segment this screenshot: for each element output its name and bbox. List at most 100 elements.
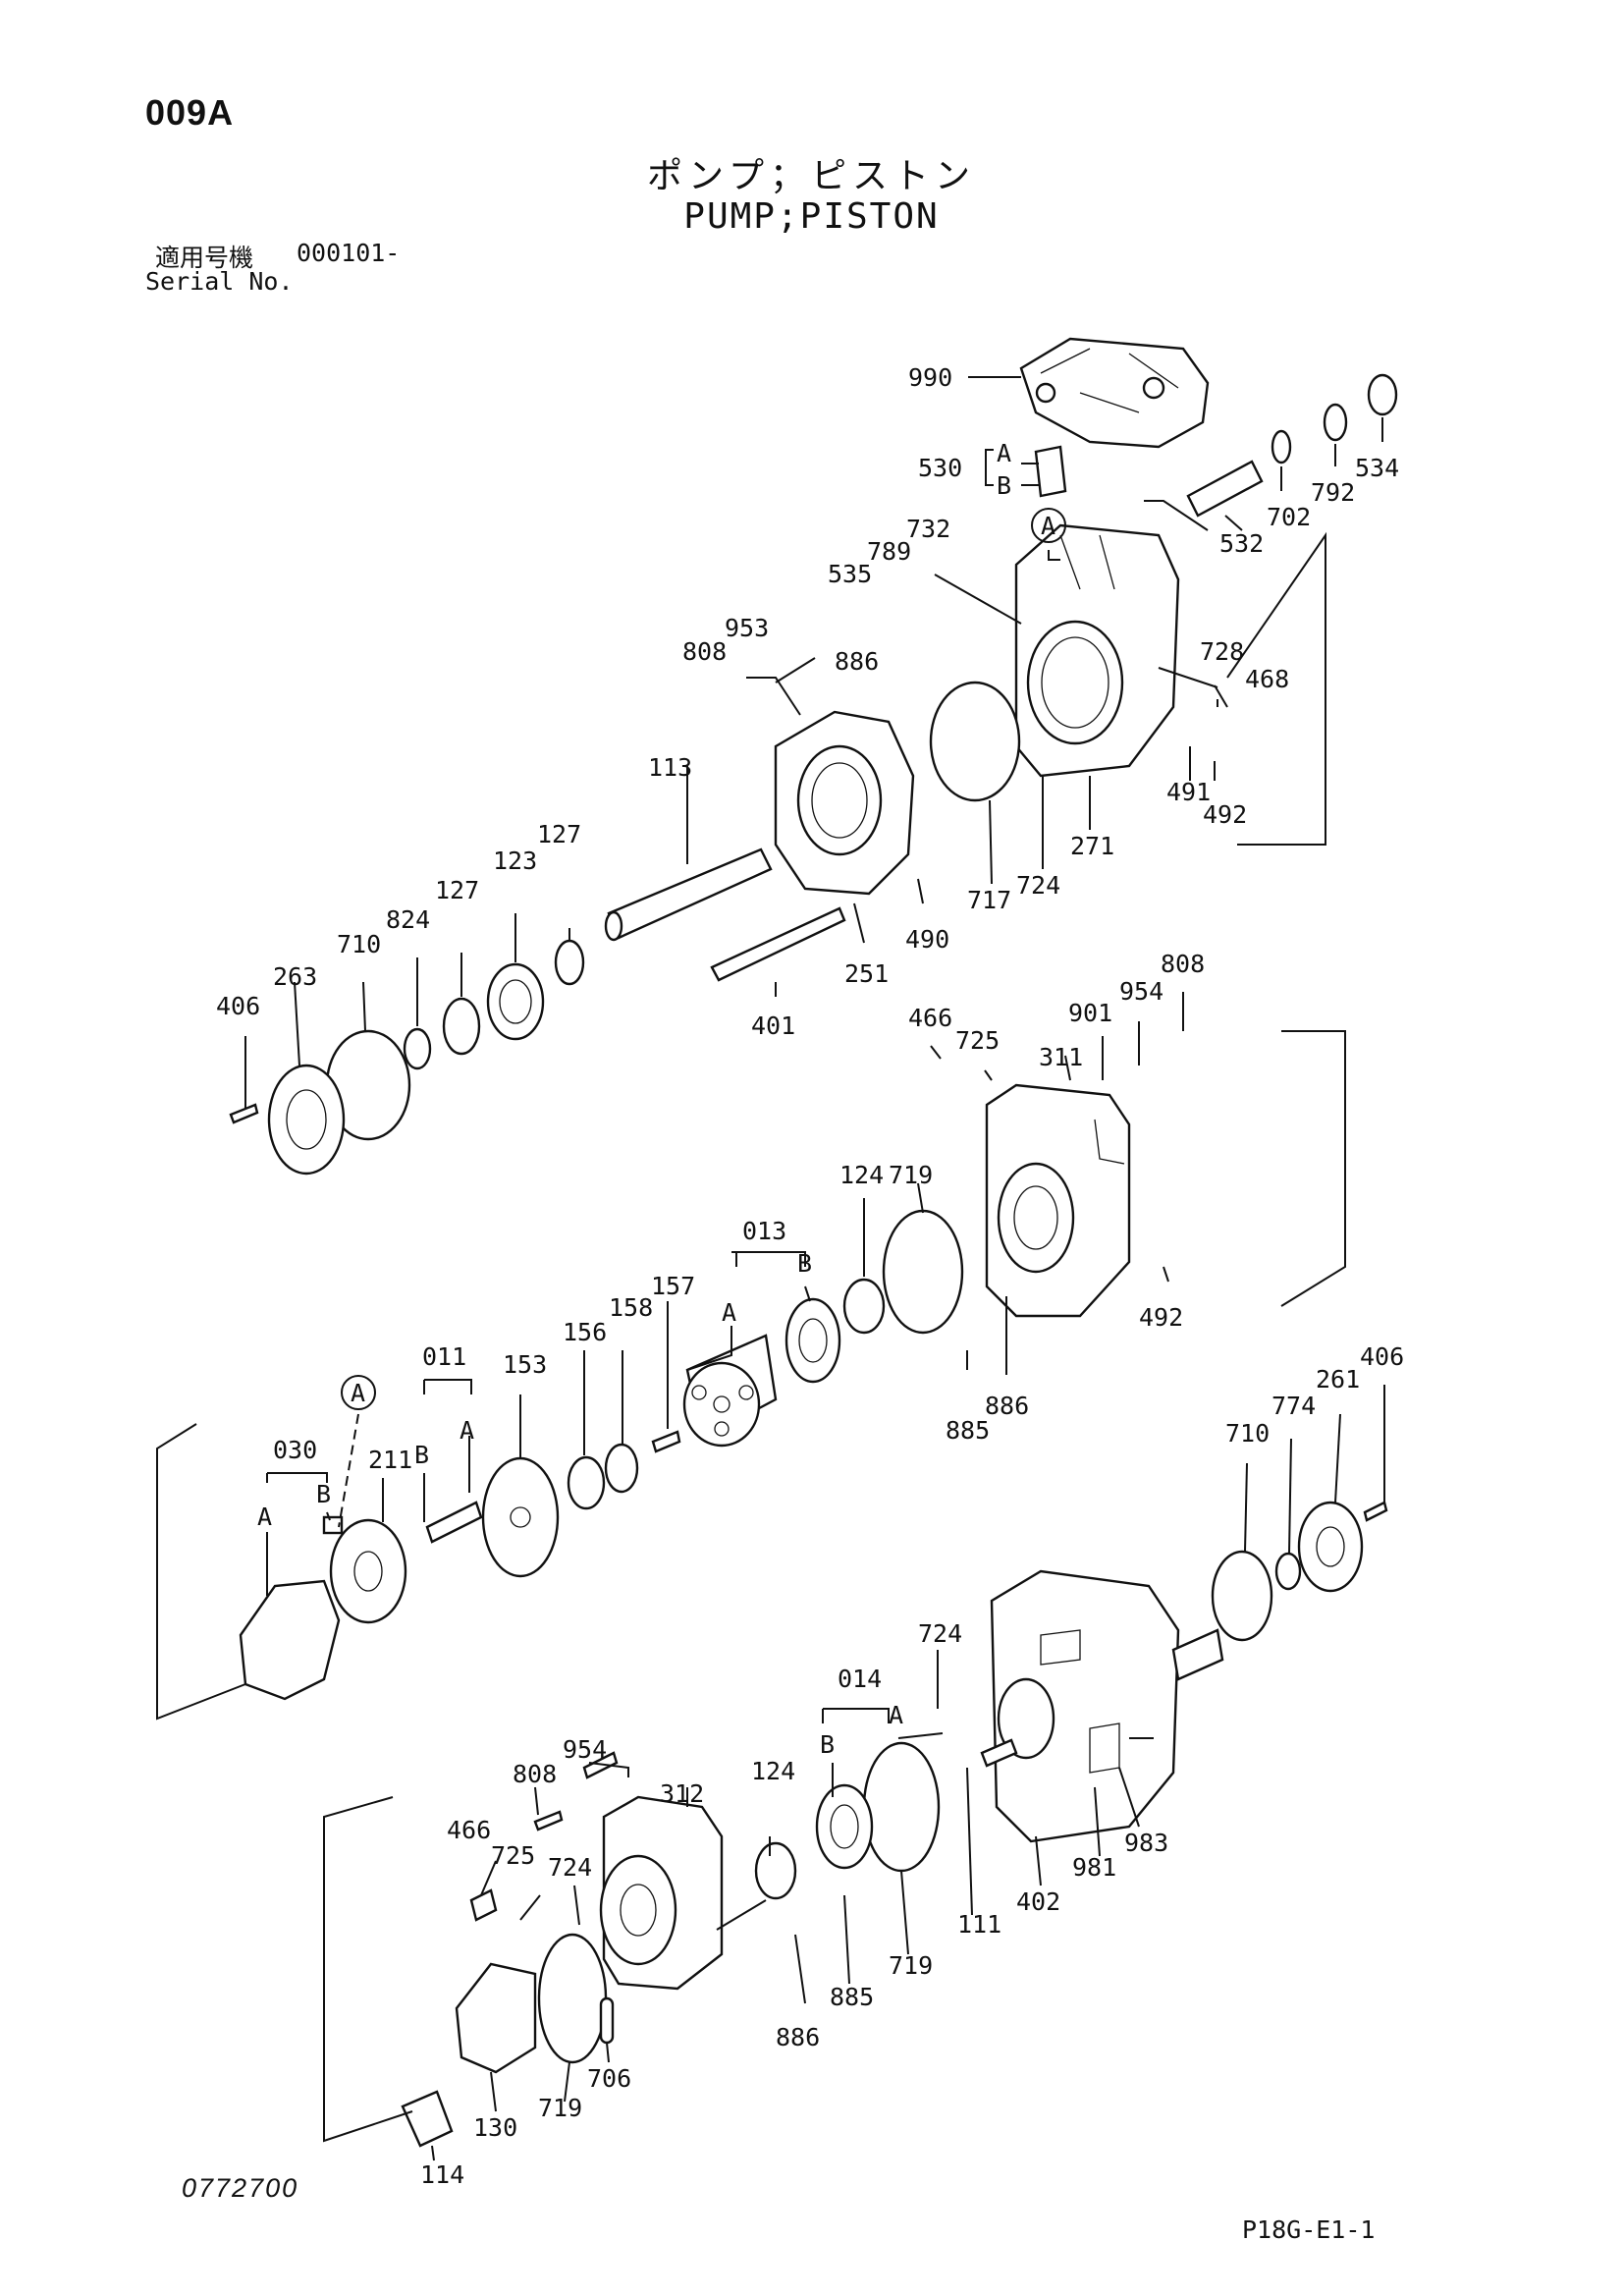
spring-157-drawing: [651, 1430, 681, 1453]
label-030-b: B: [316, 1480, 331, 1508]
label-808-low: 808: [513, 1760, 557, 1788]
label-030: 030: [273, 1436, 317, 1464]
shaft-113-end-drawing: [604, 910, 623, 942]
label-885-low: 885: [830, 1983, 874, 2011]
label-013-b: B: [797, 1249, 812, 1278]
label-706: 706: [587, 2064, 631, 2093]
label-011-b: B: [414, 1441, 429, 1469]
bearing-124-drawing: [842, 1278, 886, 1335]
label-014: 014: [838, 1665, 882, 1693]
label-885-mid: 885: [946, 1416, 990, 1445]
label-124-low: 124: [751, 1757, 795, 1785]
label-401: 401: [751, 1011, 795, 1040]
part-number-labels: 990 530 A B A 532 702 792 534 732 789 53…: [216, 363, 1404, 2189]
label-732: 732: [906, 515, 950, 543]
label-251: 251: [844, 959, 889, 988]
label-990: 990: [908, 363, 952, 392]
label-014-b: B: [820, 1730, 835, 1759]
label-466-mid: 466: [908, 1004, 952, 1032]
label-127-left: 127: [435, 876, 479, 904]
label-901: 901: [1068, 999, 1112, 1027]
label-271: 271: [1070, 832, 1114, 860]
label-263: 263: [273, 962, 317, 991]
label-153: 153: [503, 1350, 547, 1379]
label-114: 114: [420, 2160, 464, 2189]
piston-011-drawing: [425, 1501, 483, 1544]
swash-plate-030-drawing: [239, 1579, 341, 1701]
label-702: 702: [1267, 503, 1311, 531]
label-886-mid: 886: [985, 1392, 1029, 1420]
label-490: 490: [905, 925, 949, 954]
label-127-right: 127: [537, 820, 581, 848]
label-111: 111: [957, 1910, 1001, 1939]
label-123: 123: [493, 847, 537, 875]
serial-label-japanese: 適用号機: [155, 244, 254, 272]
label-406-right: 406: [1360, 1342, 1404, 1371]
label-728: 728: [1200, 637, 1244, 666]
label-886-low: 886: [776, 2023, 820, 2051]
label-789: 789: [867, 537, 911, 566]
label-158: 158: [609, 1293, 653, 1322]
oring-719c-drawing: [537, 1933, 608, 2064]
page-title-english: PUMP;PISTON: [683, 196, 940, 237]
label-492-mid: 492: [1139, 1303, 1183, 1332]
label-719-low: 719: [889, 1951, 933, 1980]
label-954-low: 954: [563, 1735, 607, 1764]
diagram-code: 009A: [145, 92, 235, 133]
label-719-bottom: 719: [538, 2094, 582, 2122]
part-532-drawing: [1186, 460, 1264, 518]
label-725-low: 725: [491, 1841, 535, 1870]
seal-cover-261-drawing: [1297, 1501, 1364, 1593]
label-983: 983: [1124, 1829, 1168, 1857]
label-492-top: 492: [1203, 800, 1247, 829]
label-491: 491: [1166, 778, 1211, 806]
label-530-a: A: [997, 439, 1011, 467]
regulator-990-drawing: [1019, 337, 1210, 449]
label-011: 011: [422, 1342, 466, 1371]
label-981: 981: [1072, 1853, 1116, 1882]
label-466-low: 466: [447, 1816, 491, 1844]
label-530-b: B: [997, 471, 1011, 500]
bushing-156-drawing: [567, 1455, 606, 1510]
label-030-a: A: [257, 1503, 272, 1531]
valve-block-312-drawing: [599, 1795, 724, 1991]
shoe-plate-211-drawing: [329, 1518, 407, 1624]
coupling-114-drawing: [401, 2090, 454, 2148]
label-808-mid: 808: [1161, 950, 1205, 978]
label-724-top: 724: [1016, 871, 1060, 900]
part-530-drawing: [1034, 445, 1067, 498]
oring-702-drawing: [1271, 429, 1292, 465]
label-724-lowleft: 724: [548, 1853, 592, 1882]
label-157: 157: [651, 1272, 695, 1300]
bearing-123-drawing: [486, 962, 545, 1041]
ring-774-drawing: [1274, 1552, 1302, 1591]
plate-153-drawing: [481, 1456, 560, 1578]
label-824: 824: [386, 905, 430, 934]
label-792: 792: [1311, 478, 1355, 507]
label-113: 113: [648, 753, 692, 782]
spacer-127b-drawing: [442, 997, 481, 1056]
screw-406-drawing: [229, 1103, 259, 1124]
label-130: 130: [473, 2113, 517, 2142]
ring-792-drawing: [1323, 403, 1348, 442]
label-circle-a-top: A: [1041, 512, 1055, 540]
callout-circle-a-middle: [341, 1375, 376, 1410]
callout-circle-a-top: [1031, 508, 1066, 543]
plug-466-drawing: [469, 1888, 498, 1922]
stud-954-drawing: [582, 1751, 619, 1779]
oring-706-drawing: [599, 1996, 615, 2045]
gear-130-drawing: [455, 1962, 537, 2074]
oring-719b-drawing: [862, 1741, 941, 1873]
valve-plate-013-drawing: [784, 1297, 841, 1384]
label-468: 468: [1245, 665, 1289, 693]
label-311: 311: [1039, 1043, 1083, 1071]
label-124-mid: 124: [839, 1161, 884, 1189]
label-532: 532: [1219, 529, 1264, 558]
label-014-a: A: [889, 1701, 903, 1729]
label-circle-a-mid: A: [351, 1379, 365, 1407]
valve-block-311-drawing: [985, 1083, 1131, 1318]
serial-number-value: 000101-: [297, 239, 401, 267]
label-156: 156: [563, 1318, 607, 1346]
nut-808-drawing: [533, 1810, 564, 1831]
part-030B-drawing: [322, 1515, 344, 1535]
